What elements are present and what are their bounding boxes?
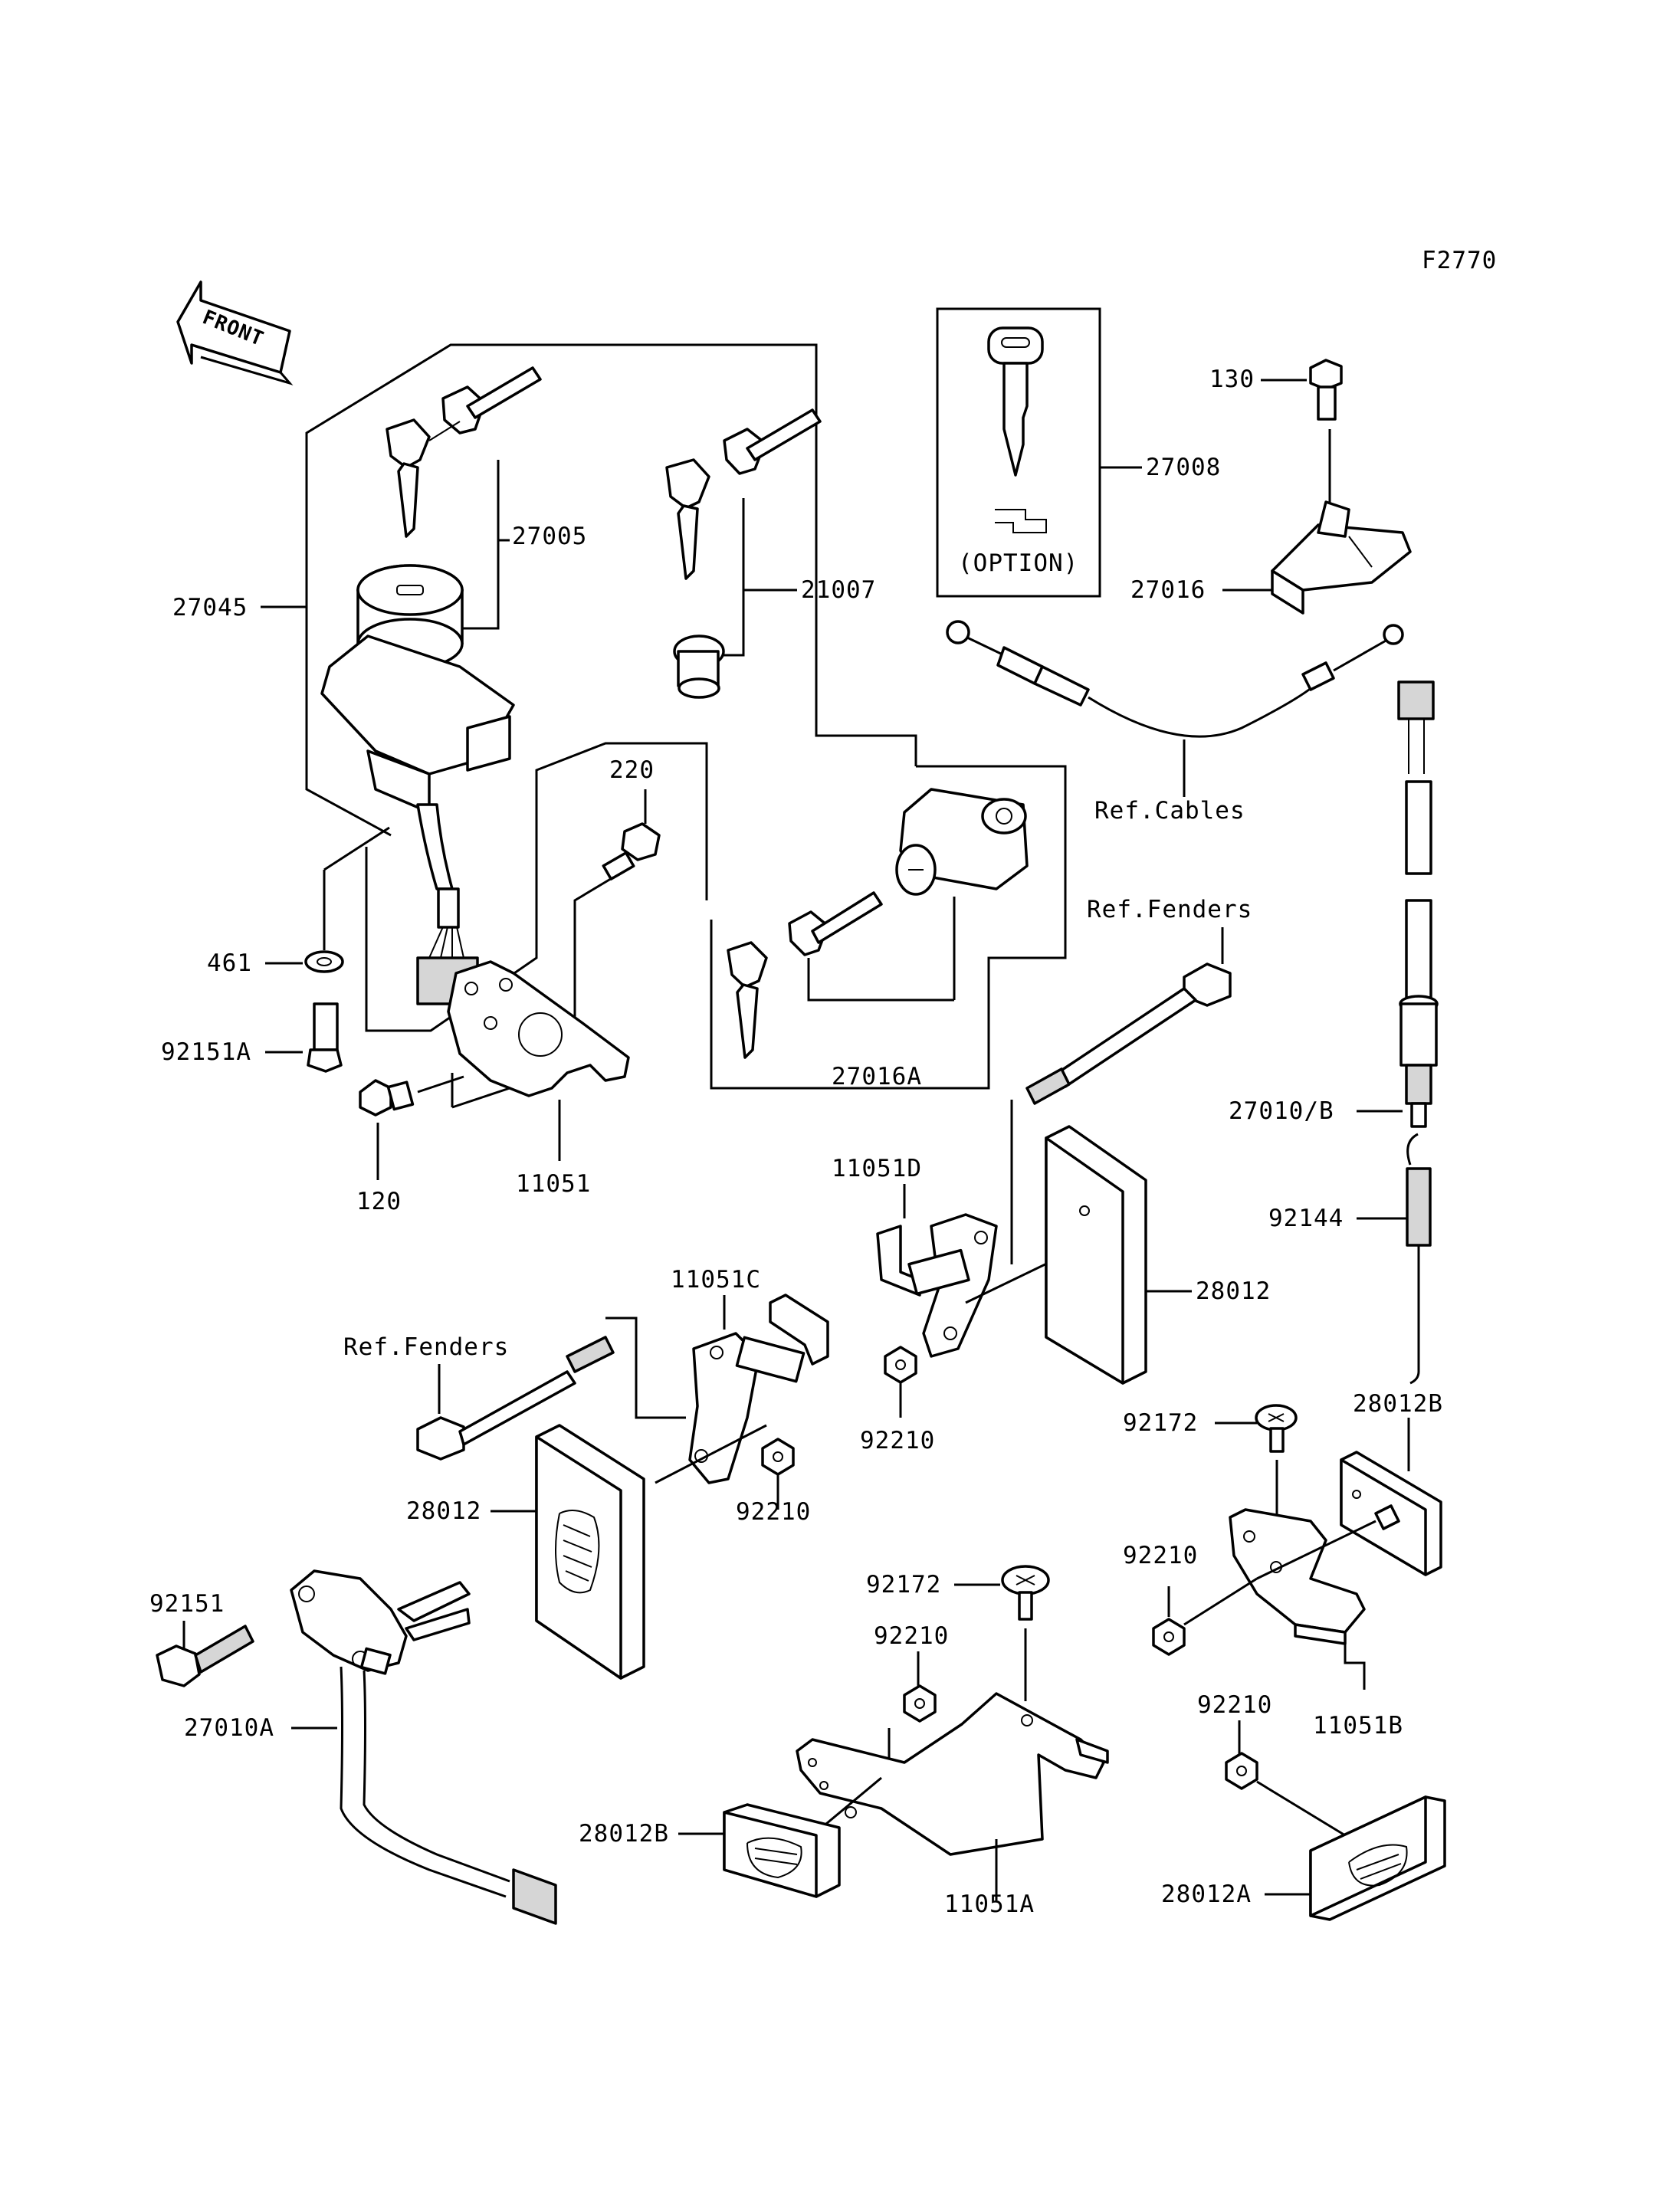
figure-code: F2770 (1422, 247, 1497, 274)
option-box (936, 307, 1101, 598)
bolt-220-icon (602, 822, 661, 880)
part-label-27010b: 27010/B (1229, 1097, 1334, 1125)
part-label-28012a: 28012A (1161, 1881, 1252, 1908)
nut-92210-c-icon (1152, 1618, 1186, 1656)
part-label-ref-fenders-upper: Ref.Fenders (1087, 896, 1252, 923)
bolt-130-icon (1309, 359, 1343, 421)
part-label-27005: 27005 (512, 523, 587, 550)
part-label-130: 130 (1209, 366, 1255, 393)
bracket-11051a-icon (796, 1692, 1109, 1856)
part-label-461: 461 (207, 949, 252, 977)
washer-icon (304, 950, 344, 973)
bolt-120-icon (359, 1079, 415, 1117)
part-label-11051c: 11051C (671, 1266, 761, 1294)
stud-right-icon (1374, 1504, 1400, 1530)
option-key-icon (987, 326, 1047, 533)
screw-92172-right-icon (1255, 1404, 1298, 1453)
part-label-11051d: 11051D (832, 1155, 922, 1182)
part-label-92172-middle: 92172 (866, 1571, 941, 1599)
reflector-28012-left-icon (535, 1424, 645, 1680)
part-label-11051b: 11051B (1313, 1712, 1403, 1740)
front-arrow-icon: FRONT (176, 280, 294, 385)
part-label-27008: 27008 (1146, 454, 1221, 481)
nut-92210-a-icon (884, 1346, 917, 1384)
part-label-92144: 92144 (1268, 1205, 1344, 1232)
ignition-switch-icon (320, 564, 515, 1005)
part-label-ref-fenders-lower: Ref.Fenders (343, 1333, 509, 1361)
part-label-27016: 27016 (1130, 576, 1206, 604)
part-label-21007: 21007 (801, 576, 876, 604)
reflector-28012b-left-icon (723, 1803, 841, 1898)
group-frame-lower (365, 742, 708, 1032)
reflector-28012a-icon (1309, 1795, 1446, 1921)
nut-92210-d-icon (903, 1684, 937, 1723)
part-label-28012-right: 28012 (1196, 1277, 1271, 1305)
part-label-92151a: 92151A (161, 1038, 251, 1066)
bolt-92151a-icon (307, 1002, 343, 1073)
bracket-11051-icon (447, 960, 630, 1097)
ignition-key-pair-icon (386, 366, 542, 538)
nut-92210-e-icon (1225, 1752, 1258, 1790)
part-label-ref-cables: Ref.Cables (1094, 797, 1245, 825)
long-bolt-lower-icon (416, 1336, 615, 1461)
part-label-92210-c: 92210 (1123, 1542, 1198, 1569)
part-label-11051a: 11051A (944, 1890, 1035, 1918)
bracket-11051b-icon (1229, 1508, 1366, 1645)
group-frame-lock (710, 765, 1067, 1090)
part-label-92210-e: 92210 (1197, 1691, 1272, 1719)
seat-lock-key-pair-icon (727, 891, 883, 1059)
sensor-switch-icon (1397, 680, 1439, 1128)
nut-92210-b-icon (761, 1438, 795, 1476)
part-label-28012-left: 28012 (406, 1497, 481, 1525)
part-label-92210-a: 92210 (860, 1427, 935, 1454)
bolt-92151-icon (156, 1625, 254, 1687)
part-label-92210-b: 92210 (736, 1498, 811, 1526)
part-label-11051: 11051 (516, 1170, 591, 1198)
cable-icon (946, 620, 1404, 738)
spring-icon (1406, 1133, 1432, 1385)
reflector-28012-right-icon (1045, 1125, 1147, 1385)
part-label-92172-right: 92172 (1123, 1409, 1198, 1437)
lock-cylinder-icon (673, 635, 725, 699)
bracket-27016-icon (1271, 500, 1412, 615)
part-label-27010a: 27010A (184, 1714, 274, 1742)
seat-lock-icon (895, 788, 1029, 896)
part-label-27045: 27045 (172, 594, 248, 621)
bracket-11051d-icon (876, 1213, 998, 1358)
part-label-28012b-right: 28012B (1353, 1390, 1443, 1418)
part-label-28012b-left: 28012B (579, 1820, 669, 1848)
sensor-27010a-icon (290, 1569, 557, 1925)
bracket-11051c-icon (688, 1294, 829, 1484)
part-label-27016a: 27016A (832, 1063, 922, 1090)
part-label-92151: 92151 (149, 1590, 225, 1618)
long-bolt-upper-icon (1025, 962, 1232, 1105)
part-label-220: 220 (609, 756, 655, 784)
option-label: (OPTION) (958, 549, 1078, 577)
part-label-120: 120 (356, 1188, 402, 1215)
screw-92172-middle-icon (1001, 1565, 1050, 1621)
group-frame-27045 (305, 343, 917, 837)
seat-lock-key-icon (665, 408, 822, 580)
part-label-92210-d: 92210 (874, 1622, 949, 1650)
